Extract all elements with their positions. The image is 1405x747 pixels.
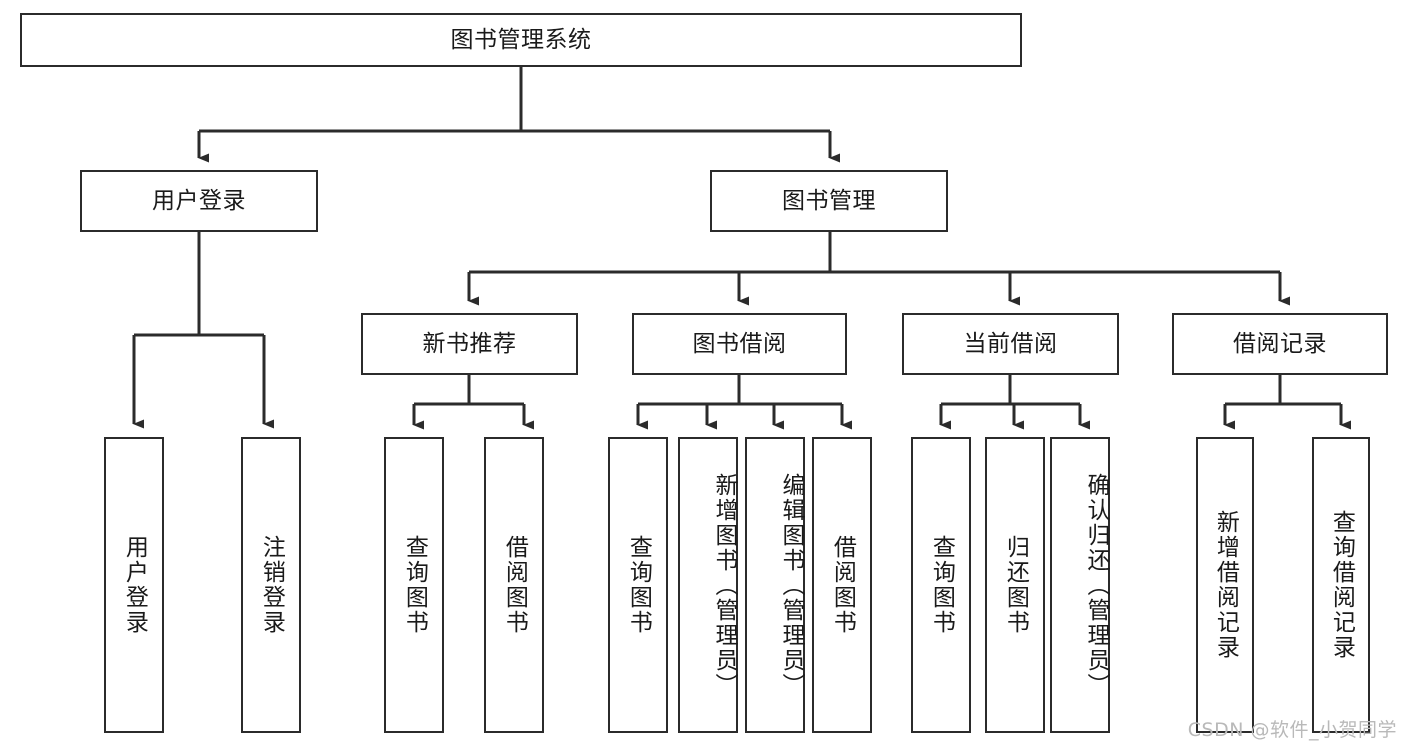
leaf-logout-login[interactable]: 注销登录: [241, 437, 301, 733]
node-system-title[interactable]: 图书管理系统: [20, 13, 1022, 67]
leaf-add-book[interactable]: 新增图书（管理员）: [678, 437, 738, 733]
leaf-return-book[interactable]: 归还图书: [985, 437, 1045, 733]
leaf-user-login[interactable]: 用户登录: [104, 437, 164, 733]
node-book-borrow[interactable]: 图书借阅: [632, 313, 847, 375]
leaf-query-book-1[interactable]: 查询图书: [384, 437, 444, 733]
node-user-login[interactable]: 用户登录: [80, 170, 318, 232]
node-book-management[interactable]: 图书管理: [710, 170, 948, 232]
leaf-edit-book[interactable]: 编辑图书（管理员）: [745, 437, 805, 733]
node-current-borrow[interactable]: 当前借阅: [902, 313, 1119, 375]
leaf-borrow-book-1[interactable]: 借阅图书: [484, 437, 544, 733]
leaf-query-record[interactable]: 查询借阅记录: [1312, 437, 1370, 733]
leaf-query-book-3[interactable]: 查询图书: [911, 437, 971, 733]
node-borrow-record[interactable]: 借阅记录: [1172, 313, 1388, 375]
leaf-add-record[interactable]: 新增借阅记录: [1196, 437, 1254, 733]
node-new-book-recommend[interactable]: 新书推荐: [361, 313, 578, 375]
csdn-watermark: CSDN @软件_小贺同学: [1187, 719, 1397, 741]
leaf-confirm-return[interactable]: 确认归还（管理员）: [1050, 437, 1110, 733]
leaf-query-book-2[interactable]: 查询图书: [608, 437, 668, 733]
leaf-borrow-book-2[interactable]: 借阅图书: [812, 437, 872, 733]
